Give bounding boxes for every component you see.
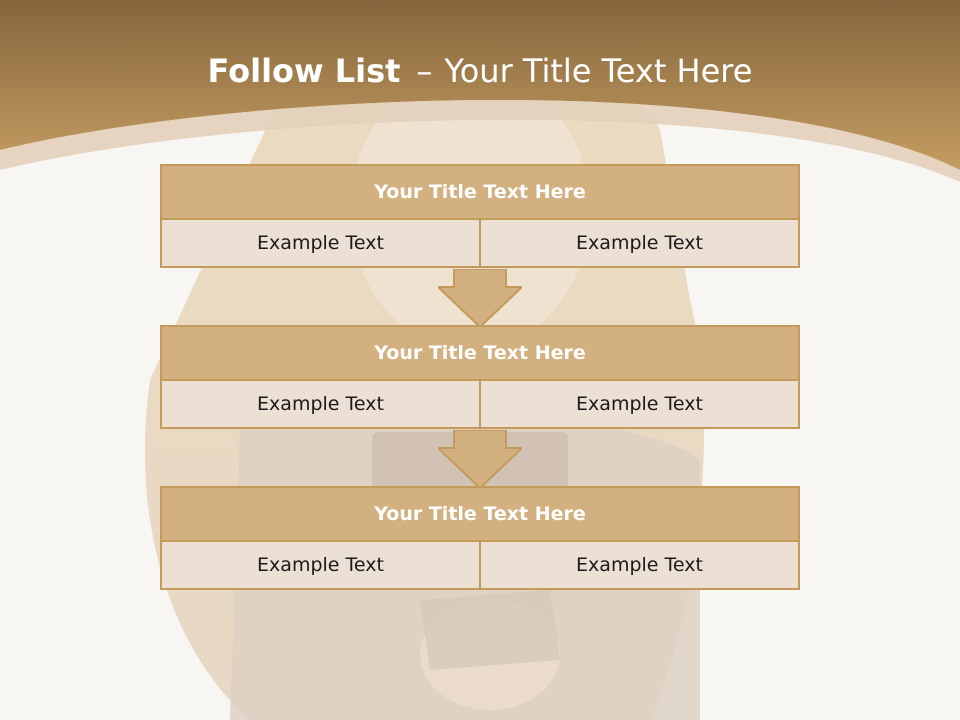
title-rest: Your Title Text Here <box>444 52 753 90</box>
stage-2: Your Title Text Here Example Text Exampl… <box>160 325 800 429</box>
stage-cell-left: Example Text <box>160 218 481 268</box>
stage-cell-right: Example Text <box>479 379 800 429</box>
stage-1: Your Title Text Here Example Text Exampl… <box>160 164 800 268</box>
stage-cell-left: Example Text <box>160 540 481 590</box>
header-band <box>0 0 960 182</box>
stage-row: Example Text Example Text <box>160 540 800 590</box>
stage-cell-right: Example Text <box>479 540 800 590</box>
stage-row: Example Text Example Text <box>160 218 800 268</box>
down-arrow-icon <box>438 269 522 329</box>
title-separator: – <box>416 52 433 90</box>
slide-title: Follow List–Your Title Text Here <box>0 52 960 90</box>
stage-row: Example Text Example Text <box>160 379 800 429</box>
stage-3: Your Title Text Here Example Text Exampl… <box>160 486 800 590</box>
stage-title: Your Title Text Here <box>160 486 800 542</box>
down-arrow-icon <box>438 430 522 490</box>
stage-cell-right: Example Text <box>479 218 800 268</box>
stage-title: Your Title Text Here <box>160 325 800 381</box>
stage-cell-left: Example Text <box>160 379 481 429</box>
title-bold: Follow List <box>207 52 401 90</box>
stage-title: Your Title Text Here <box>160 164 800 220</box>
